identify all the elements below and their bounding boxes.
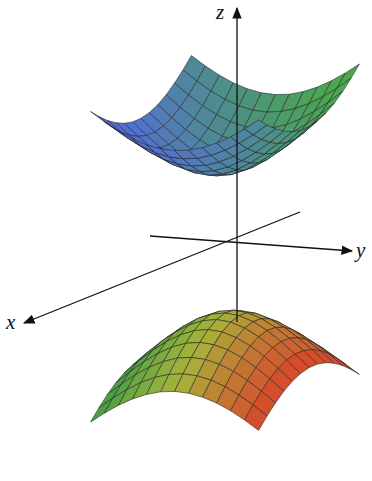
upper-sheet: [91, 56, 360, 176]
surface-patch: [329, 78, 351, 102]
coordinate-axes: [24, 8, 352, 323]
z-axis-label: z: [216, 2, 224, 23]
surface-patch: [337, 64, 359, 88]
surface-patch: [320, 92, 342, 115]
surface-patch: [245, 120, 267, 135]
y-axis: [150, 236, 352, 251]
x-axis-label: x: [6, 312, 15, 333]
surface-patch: [107, 120, 129, 135]
surface-patch: [133, 139, 155, 153]
surface-patch: [312, 103, 334, 125]
surface-patch: [245, 405, 267, 431]
z-axis: [236, 8, 237, 322]
surface-patch: [119, 131, 141, 146]
y-axis-label: y: [356, 240, 365, 261]
x-axis: [24, 212, 300, 323]
lower-sheet: [91, 310, 360, 430]
